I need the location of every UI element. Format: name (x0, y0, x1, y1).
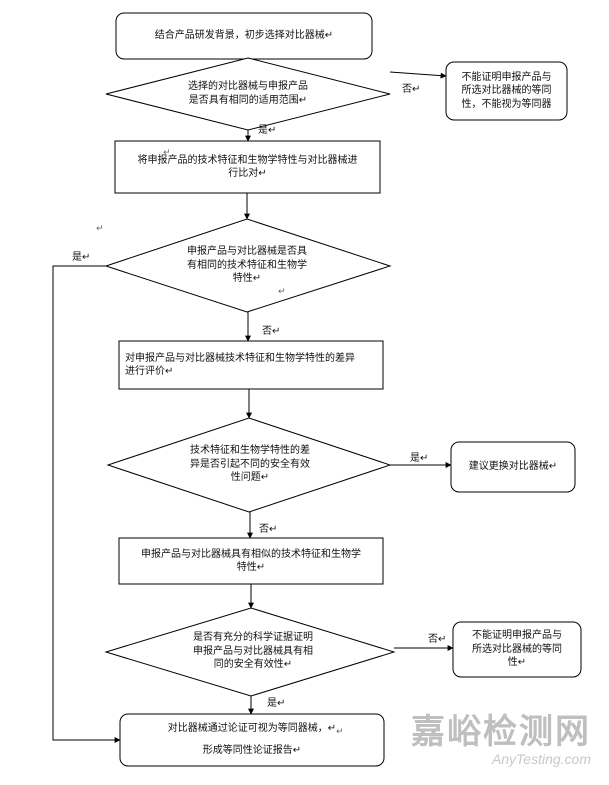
edge-label-d4-yes: 是↵ (267, 698, 286, 709)
similar-text: 申报产品与对比器械具有相似的技术特征和生物学 特性↵ (119, 538, 383, 584)
d2-text: 申报产品与对比器械是否具 有相同的技术特征和生物学 特性↵ (187, 246, 307, 284)
d1-no-result-text: 不能证明申报产品与 所选对比器械的等同 性，不能视为等同器 (446, 62, 567, 120)
start-text: 结合产品研发背景，初步选择对比器械↵ (116, 13, 372, 59)
d3-yes-result-text: 建议更换对比器械↵ (451, 442, 575, 492)
edge-label-d3-yes: 是↵ (410, 453, 429, 464)
arrow-d2-yes (52, 265, 121, 743)
edge-label-d3-no: 否↵ (259, 524, 278, 535)
d1-no-result-label: 不能证明申报产品与 所选对比器械的等同 性，不能视为等同器 (461, 71, 552, 110)
d3-diamond (106, 417, 392, 513)
evaluate-box (118, 340, 384, 390)
d2-diamond (104, 218, 392, 313)
d3-text: 技术特征和生物学特性的差 异是否引起不同的安全有效 性问题↵ (190, 445, 310, 483)
paragraph-mark: ↵ (278, 287, 286, 297)
paragraph-mark: ↵ (96, 224, 104, 234)
edge-label-d1-yes: 是↵ (258, 125, 277, 136)
d4-no-result-label: 不能证明申报产品与 所选对比器械的等同 性↵ (472, 630, 562, 669)
end-text-line2: 形成等同性论证报告↵ (202, 745, 302, 756)
evaluate-text: 对申报产品与对比器械技术特征和生物学特性的差异 进行评价↵ (119, 341, 383, 389)
edge-label-d1-no: 否↵ (402, 84, 421, 95)
compare-text: 将申报产品的技术特征和生物学特性与对比器械进 行比对↵ (115, 141, 380, 193)
d3-yes-result-label: 建议更换对比器械↵ (468, 461, 558, 473)
paragraph-mark: ↵ (336, 727, 344, 737)
d1-text: 选择的对比器械与申报产品 是否具有相同的适用范围↵ (188, 81, 308, 106)
d4-no-result-text: 不能证明申报产品与 所选对比器械的等同 性↵ (453, 622, 581, 677)
start-label: 结合产品研发背景，初步选择对比器械↵ (154, 30, 334, 42)
watermark: 嘉峪检测网 AnyTesting.com (411, 704, 591, 767)
watermark-logo-text: 嘉峪检测网 (411, 712, 591, 752)
arrow-d1-no (389, 71, 447, 79)
compare-label: 将申报产品的技术特征和生物学特性与对比器械进 行比对↵ (137, 154, 358, 180)
end-text-line1: 对比器械通过论证可视为等同器械，↵ (167, 723, 337, 734)
similar-box (118, 537, 384, 585)
watermark-url: AnyTesting.com (491, 751, 591, 767)
d4-text: 是否有充分的科学证据证明 申报产品与对比器械具有相 同的安全有效性↵ (193, 632, 313, 670)
edge-label-d2-yes: 是↵ (72, 252, 91, 263)
paragraph-mark: ↵ (163, 148, 171, 158)
edge-label-d4-no: 否↵ (428, 634, 447, 645)
compare-box (114, 140, 381, 194)
d1-no-result-box (445, 61, 568, 121)
similar-label: 申报产品与对比器械具有相似的技术特征和生物学 特性↵ (141, 548, 361, 574)
evaluate-label: 对申报产品与对比器械技术特征和生物学特性的差异 进行评价↵ (125, 352, 355, 378)
edge-label-d2-no: 否↵ (262, 326, 281, 337)
